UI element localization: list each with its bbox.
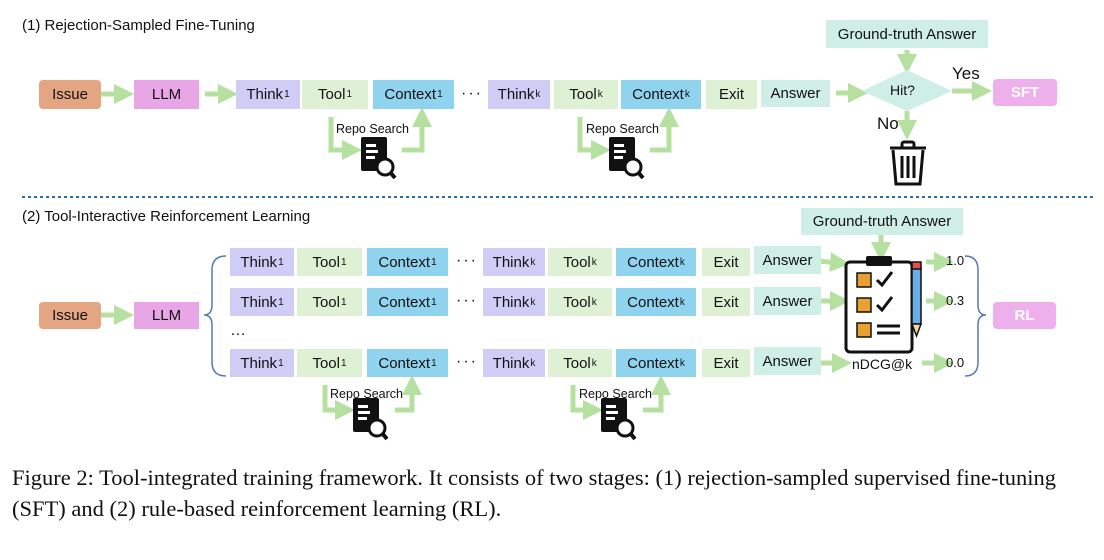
rollout1-dots: ··· [456,252,478,269]
stage1-exit: Exit [706,80,757,109]
score-2: 0.3 [946,293,965,308]
trash-icon [890,140,926,186]
stage2-ground-truth: Ground-truth Answer [801,208,963,235]
no-label: No [877,114,899,133]
rollout-braces [203,255,987,377]
yes-label: Yes [952,64,980,83]
stage1-ground-truth: Ground-truth Answer [826,20,988,48]
stage2-repo-search-1: Repo Search [330,387,403,401]
hit-label: Hit? [890,82,915,98]
rollout2-answer: Answer [754,287,821,315]
rl-box: RL [993,302,1056,329]
rollout3-exit: Exit [702,349,750,377]
stage1-answer: Answer [761,80,830,107]
rollout1-exit: Exit [702,248,750,276]
pencil-icon [910,261,923,339]
figure-caption: Figure 2: Tool-integrated training frame… [12,465,1056,521]
stage2-issue-box: Issue [39,302,101,329]
hit-decision-diamond [862,70,952,111]
stage1-llm-box: LLM [134,80,199,109]
clipboard-checklist-icon [844,256,923,354]
arrow-answer-score-1 [817,252,850,273]
flow-arrows [101,50,992,373]
stage1-repo-search-1: Repo Search [336,122,409,136]
stage2-llm-box: LLM [134,302,199,329]
repo-search-loops [322,107,679,420]
metric-label: nDCG@k [852,356,913,372]
rollout2-exit: Exit [702,288,750,316]
stage2-repo-search-k: Repo Search [579,387,652,401]
score-3: 0.0 [946,355,965,370]
score-1: 1.0 [946,253,965,268]
stage2-title: (2) Tool-Interactive Reinforcement Learn… [22,208,311,225]
rollout3-dots: ··· [456,353,478,370]
document-search-icon [353,137,645,441]
stage1-title: (1) Rejection-Sampled Fine-Tuning [22,17,255,34]
stage1-dots: ··· [461,85,483,102]
stage1-issue-box: Issue [39,80,101,109]
stage1-repo-search-k: Repo Search [586,122,659,136]
rollout2-dots: ··· [456,292,478,309]
sft-box: SFT [993,79,1057,106]
rollout3-answer: Answer [754,347,821,375]
rollout-ellipsis: … [230,322,246,339]
rollout1-answer: Answer [754,246,821,274]
